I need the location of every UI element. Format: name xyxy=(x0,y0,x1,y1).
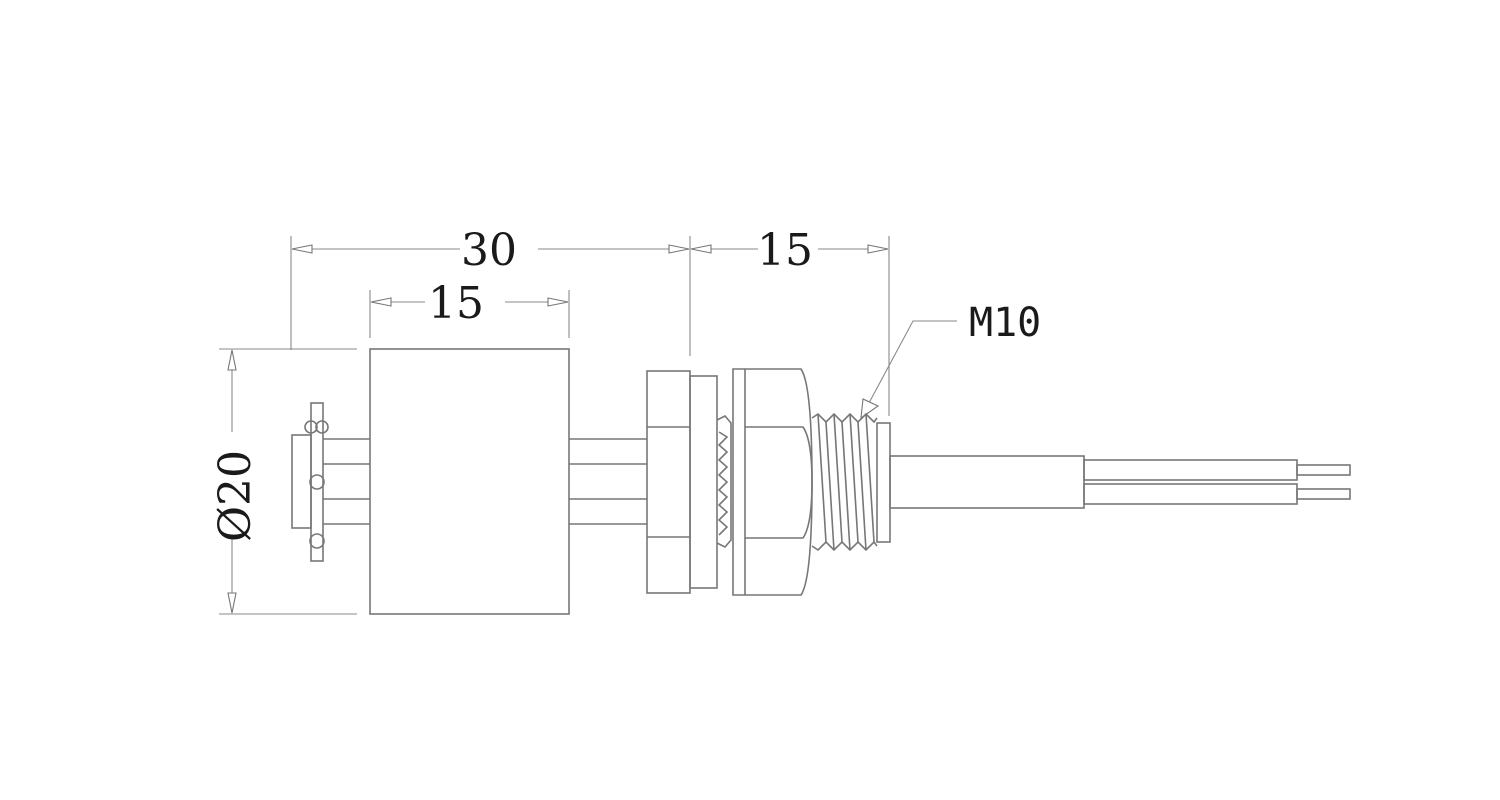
clip-bump xyxy=(309,474,325,490)
dimension-overall-length: 30 xyxy=(290,225,691,356)
arrowhead xyxy=(690,244,712,254)
clip-body xyxy=(291,434,312,529)
arrowhead xyxy=(547,297,569,307)
thread-helix xyxy=(817,413,827,543)
stop-clip xyxy=(291,402,370,562)
thread-helix xyxy=(833,413,843,543)
arrowhead xyxy=(227,349,237,371)
dimension-label-diameter: Ø20 xyxy=(210,450,261,542)
wire-bottom xyxy=(1083,483,1298,505)
wire-tip-top xyxy=(1296,464,1351,476)
arrowhead xyxy=(867,244,889,254)
clip-plate xyxy=(310,402,324,562)
clip-bump xyxy=(304,426,329,434)
clip-bump xyxy=(304,420,329,428)
thread-helix xyxy=(857,421,867,551)
dimension-label-30: 30 xyxy=(461,225,517,276)
lock-nut xyxy=(646,370,718,594)
cable xyxy=(889,455,1351,509)
float-body xyxy=(369,348,570,615)
cable-jacket xyxy=(889,455,1085,509)
thread-bottom xyxy=(811,540,878,552)
arrowhead xyxy=(227,592,237,614)
thread-top xyxy=(811,412,878,424)
stud-end xyxy=(876,422,891,543)
thread-helix xyxy=(841,421,851,551)
hex-nut-face xyxy=(745,426,813,539)
arrowhead xyxy=(668,244,690,254)
nut-body xyxy=(646,370,691,594)
thread-helix xyxy=(849,413,859,543)
leader-line xyxy=(861,320,957,417)
stem xyxy=(569,438,647,525)
wire-tip-bottom xyxy=(1296,488,1351,500)
clip-bump xyxy=(309,533,325,549)
dimension-label-thread-15: 15 xyxy=(757,225,813,276)
washer xyxy=(689,375,718,589)
dimension-label-float-15: 15 xyxy=(428,278,484,329)
hex-nut xyxy=(732,368,813,596)
arrowhead xyxy=(860,398,880,420)
thread-helix xyxy=(825,421,835,551)
inner-thread xyxy=(716,415,732,548)
arrowhead xyxy=(291,244,313,254)
threaded-stud xyxy=(811,412,891,552)
thread-callout: M10 xyxy=(860,300,1041,420)
dimension-diameter: Ø20 xyxy=(210,348,357,615)
dimension-thread-length: 15 xyxy=(690,225,890,416)
thread-helix xyxy=(865,413,875,543)
dimension-float-length: 15 xyxy=(369,278,570,338)
arrowhead xyxy=(370,297,392,307)
thread-crests xyxy=(717,431,729,536)
thread-profile xyxy=(716,415,732,548)
wire-top xyxy=(1083,459,1298,481)
thread-label: M10 xyxy=(969,300,1041,346)
